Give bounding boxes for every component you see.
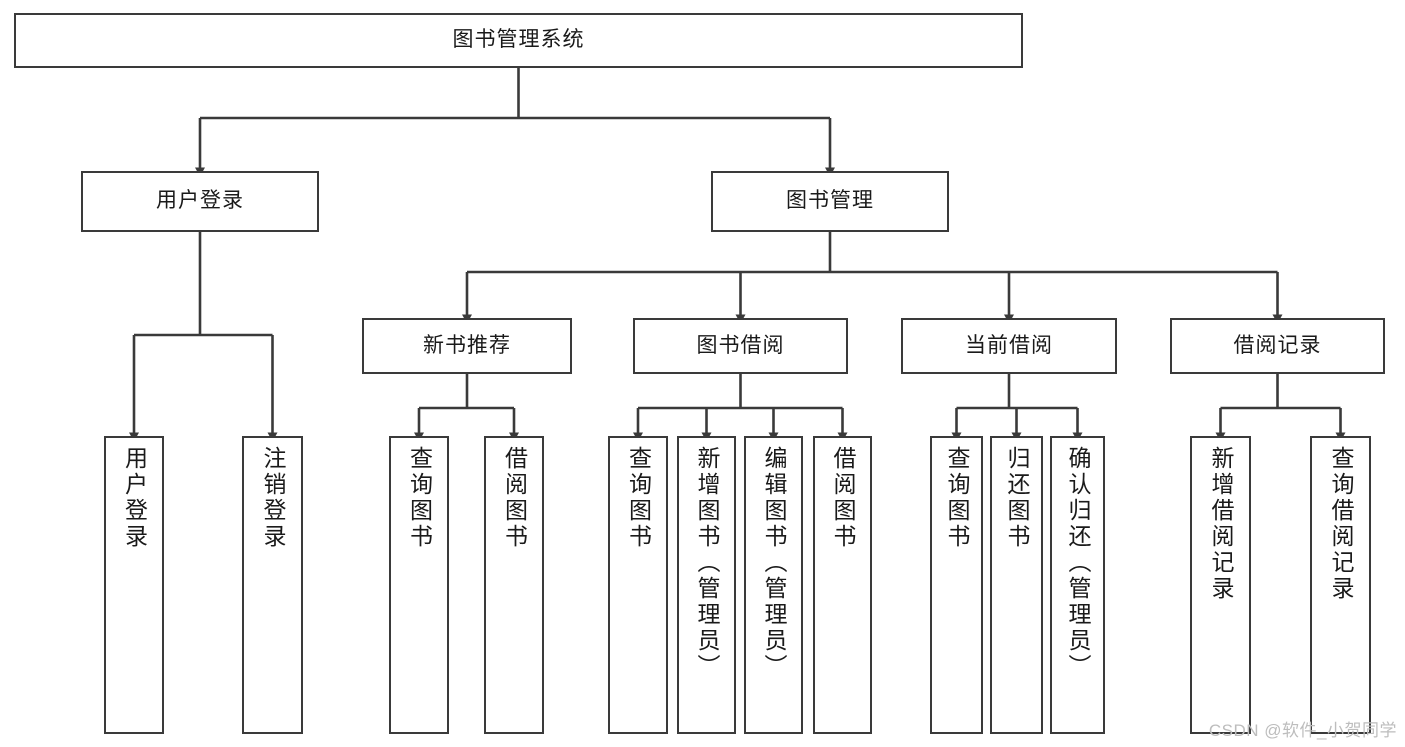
node-leaf-12[interactable]: 新增借阅记录 [1190,436,1251,734]
node-leaf-7[interactable]: 编辑图书（管理员） [744,436,803,734]
node-label: 查询借阅记录 [1328,446,1354,602]
node-label: 图书借阅 [696,333,785,357]
node-label: 确认归还（管理员） [1065,446,1091,680]
node-leaf-6[interactable]: 新增图书（管理员） [677,436,736,734]
node-label: 借阅记录 [1233,333,1322,357]
node-label: 归还图书 [1004,446,1030,550]
node-label: 新增图书（管理员） [694,446,720,680]
node-label: 借阅图书 [501,446,528,550]
watermark-text: CSDN @软件_小贺同学 [1208,721,1397,740]
node-newbooks[interactable]: 新书推荐 [362,318,572,374]
node-label: 当前借阅 [965,333,1053,357]
node-label: 新书推荐 [423,333,511,357]
node-label: 图书管理系统 [452,28,585,52]
node-leaf-2[interactable]: 注销登录 [242,436,303,734]
node-leaf-5[interactable]: 查询图书 [608,436,668,734]
node-label: 查询图书 [944,446,970,550]
node-leaf-9[interactable]: 查询图书 [930,436,983,734]
node-leaf-3[interactable]: 查询图书 [389,436,449,734]
node-label: 新增借阅记录 [1208,446,1234,602]
node-leaf-4[interactable]: 借阅图书 [484,436,544,734]
node-label: 查询图书 [406,446,433,550]
node-label: 用户登录 [156,189,244,213]
node-leaf-8[interactable]: 借阅图书 [813,436,872,734]
node-label: 编辑图书（管理员） [761,446,787,680]
node-current[interactable]: 当前借阅 [901,318,1117,374]
node-label: 借阅图书 [830,446,856,550]
node-records[interactable]: 借阅记录 [1170,318,1385,374]
node-label: 用户登录 [121,446,148,550]
node-leaf-11[interactable]: 确认归还（管理员） [1050,436,1105,734]
node-login[interactable]: 用户登录 [81,171,319,232]
node-root[interactable]: 图书管理系统 [14,13,1023,68]
node-leaf-13[interactable]: 查询借阅记录 [1310,436,1371,734]
node-label: 图书管理 [786,189,874,213]
node-borrow[interactable]: 图书借阅 [633,318,848,374]
node-label: 注销登录 [260,446,286,550]
node-label: 查询图书 [625,446,652,550]
node-bookmgmt[interactable]: 图书管理 [711,171,949,232]
node-leaf-10[interactable]: 归还图书 [990,436,1043,734]
node-leaf-1[interactable]: 用户登录 [104,436,164,734]
